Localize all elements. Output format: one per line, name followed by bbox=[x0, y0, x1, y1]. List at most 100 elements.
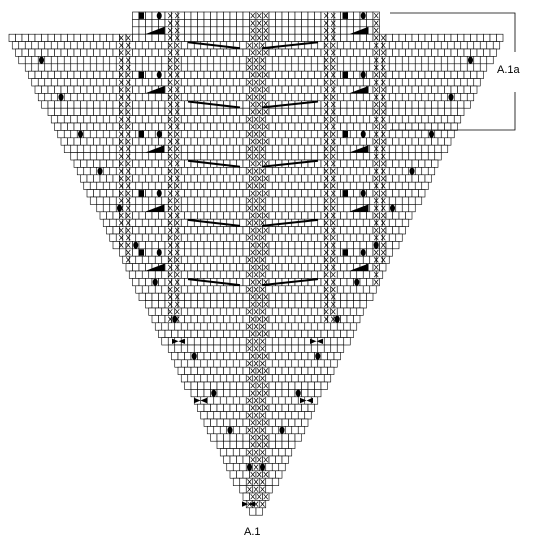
grid-cell bbox=[343, 115, 351, 124]
cross-stitch-symbol bbox=[260, 220, 265, 226]
grid-cell bbox=[356, 181, 364, 190]
grid-cell bbox=[291, 411, 299, 420]
grid-cell bbox=[314, 381, 322, 390]
grid-cell bbox=[229, 440, 237, 449]
grid-cell bbox=[281, 26, 289, 35]
grid-cell bbox=[310, 63, 319, 72]
grid-cell bbox=[206, 204, 215, 213]
grid-cell bbox=[310, 255, 319, 264]
grid-cell bbox=[229, 189, 237, 198]
grid-cell bbox=[288, 292, 296, 301]
grid-cell bbox=[242, 241, 250, 250]
grid-cell bbox=[294, 352, 302, 361]
cross-stitch-symbol bbox=[256, 109, 262, 115]
grid-cell bbox=[213, 144, 221, 153]
grid-cell bbox=[60, 70, 68, 79]
grid-cell bbox=[167, 322, 176, 331]
grid-cell bbox=[401, 93, 410, 102]
cross-stitch-symbol bbox=[263, 390, 269, 396]
grid-cell bbox=[141, 218, 150, 227]
cross-stitch-symbol bbox=[167, 12, 173, 19]
grid-cell bbox=[132, 226, 140, 235]
grid-cell bbox=[431, 48, 439, 57]
grid-cell bbox=[197, 85, 205, 94]
grid-cell bbox=[444, 107, 452, 116]
grid-cell bbox=[265, 152, 273, 161]
grid-cell bbox=[190, 241, 198, 250]
cross-stitch-symbol bbox=[263, 493, 269, 500]
grid-cell bbox=[268, 418, 276, 427]
grid-cell bbox=[343, 270, 351, 279]
grid-cell bbox=[268, 70, 276, 79]
cross-stitch-symbol bbox=[253, 360, 259, 367]
grid-cell bbox=[223, 241, 231, 250]
grid-cell bbox=[291, 255, 299, 264]
repeat-bracket-lower bbox=[390, 92, 516, 131]
grid-cell bbox=[271, 270, 280, 279]
grid-cell bbox=[229, 381, 237, 390]
grid-cell bbox=[187, 374, 195, 383]
grid-cell bbox=[89, 63, 98, 72]
grid-cell bbox=[288, 433, 296, 442]
grid-cell bbox=[349, 270, 358, 279]
grid-cell bbox=[190, 19, 198, 28]
cross-stitch-symbol bbox=[260, 79, 265, 86]
grid-cell bbox=[431, 100, 439, 109]
grid-cell bbox=[424, 48, 432, 57]
cross-stitch-symbol bbox=[250, 331, 256, 337]
grid-cell bbox=[385, 48, 393, 57]
grid-cell bbox=[219, 181, 228, 190]
grid-cell bbox=[145, 48, 153, 57]
grid-cell bbox=[323, 218, 332, 227]
grid-cell bbox=[132, 70, 140, 79]
grid-cell bbox=[145, 159, 153, 168]
grid-cell bbox=[239, 78, 247, 87]
grid-cell bbox=[421, 130, 429, 139]
grid-cell bbox=[336, 270, 345, 279]
grid-cell bbox=[431, 33, 439, 42]
grid-cell bbox=[200, 144, 208, 153]
cross-stitch-symbol bbox=[256, 353, 262, 359]
grid-cell bbox=[135, 152, 143, 161]
grid-cell bbox=[236, 315, 244, 324]
grid-cell bbox=[197, 292, 205, 301]
cross-stitch-symbol bbox=[253, 479, 259, 485]
grid-cell bbox=[392, 122, 400, 131]
grid-cell bbox=[343, 181, 351, 190]
grid-cell bbox=[434, 115, 442, 124]
cross-stitch-symbol bbox=[323, 86, 329, 93]
cross-stitch-symbol bbox=[330, 168, 336, 174]
grid-cell bbox=[450, 100, 458, 109]
cross-stitch-symbol bbox=[260, 427, 265, 433]
grid-cell bbox=[180, 359, 189, 368]
grid-cell bbox=[236, 33, 244, 42]
grid-cell bbox=[223, 70, 231, 79]
grid-cell bbox=[288, 70, 296, 79]
grid-cell bbox=[281, 85, 289, 94]
grid-cell bbox=[89, 93, 98, 102]
grid-cell bbox=[128, 41, 137, 50]
grid-cell bbox=[314, 107, 322, 116]
grid-cell bbox=[294, 107, 302, 116]
grid-cell bbox=[483, 33, 491, 42]
cross-stitch-symbol bbox=[256, 390, 262, 396]
grid-cell bbox=[213, 181, 221, 190]
grid-cell bbox=[447, 56, 455, 65]
grid-cell bbox=[314, 26, 322, 35]
grid-cell bbox=[392, 137, 400, 146]
cross-stitch-symbol bbox=[167, 160, 173, 167]
grid-cell bbox=[174, 130, 182, 139]
grid-cell bbox=[392, 211, 400, 220]
grid-cell bbox=[210, 211, 218, 220]
grid-cell bbox=[401, 196, 410, 205]
grid-cell bbox=[275, 241, 283, 250]
cross-stitch-symbol bbox=[380, 146, 386, 152]
grid-cell bbox=[232, 78, 241, 87]
grid-cell bbox=[236, 263, 244, 272]
grid-cell bbox=[174, 196, 182, 205]
grid-cell bbox=[34, 48, 42, 57]
grid-cell bbox=[349, 63, 358, 72]
grid-cell bbox=[340, 100, 348, 109]
grid-cell bbox=[135, 56, 143, 65]
grid-cell bbox=[288, 19, 296, 28]
